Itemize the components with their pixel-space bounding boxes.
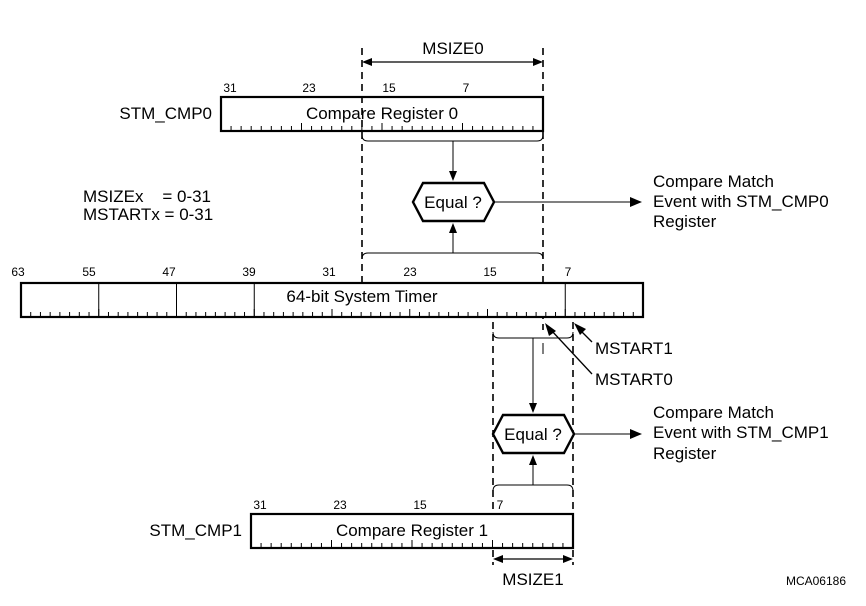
- mstart0-pointer-line: [550, 329, 593, 375]
- timer-bit-15: 15: [483, 265, 497, 279]
- cmp1-bit-7: 7: [497, 498, 504, 512]
- output1-line-3: Register: [653, 444, 717, 463]
- cmp0-bit-23: 23: [302, 81, 316, 95]
- cmp1-bit-15: 15: [413, 498, 427, 512]
- output0-line-2: Event with STM_CMP0: [653, 192, 829, 211]
- msize-range-label: MSIZEx = 0-31: [83, 187, 211, 206]
- output0-line-1: Compare Match: [653, 172, 774, 191]
- cmp1-to-equal1-arrow: [529, 455, 537, 465]
- equal-comparator-1: [491, 413, 576, 455]
- timer-bit-7: 7: [565, 265, 572, 279]
- equal-comparator-0: [411, 181, 496, 223]
- equal1-output-arrow: [630, 429, 642, 439]
- timer-tick-marks: [30, 309, 634, 317]
- compare-register-1-label: Compare Register 1: [336, 521, 488, 540]
- msize1-arrow-left: [493, 555, 503, 563]
- mstart0-label: MSTART0: [595, 370, 673, 389]
- cmp1-register-name: STM_CMP1: [149, 521, 242, 540]
- compare-register-0-label: Compare Register 0: [306, 104, 458, 123]
- output1-line-1: Compare Match: [653, 403, 774, 422]
- equal-comparator-0-label: Equal ?: [424, 193, 482, 212]
- mstart-range-label: MSTARTx = 0-31: [83, 205, 213, 224]
- msize1-arrow-right: [563, 555, 573, 563]
- cmp0-register-name: STM_CMP0: [119, 104, 212, 123]
- cmp0-bit-7: 7: [463, 81, 470, 95]
- timer-bit-63: 63: [11, 265, 25, 279]
- timer-to-equal1-arrow: [529, 403, 537, 413]
- cmp1-bit-23: 23: [333, 498, 347, 512]
- cmp0-bit-31: 31: [223, 81, 237, 95]
- timer-bit-39: 39: [242, 265, 256, 279]
- timer-bit-31: 31: [322, 265, 336, 279]
- msize1-label: MSIZE1: [502, 570, 563, 589]
- cmp1-bit-31: 31: [253, 498, 267, 512]
- output0-line-3: Register: [653, 212, 717, 231]
- mstart0-pointer-arrow: [545, 323, 556, 336]
- msize0-arrow-right: [533, 58, 543, 66]
- figure-id: MCA06186: [786, 574, 846, 588]
- timer-to-equal0-arrow: [449, 223, 457, 233]
- timer-lower-bracket: [492, 331, 574, 339]
- cmp0-bracket: [361, 134, 544, 142]
- equal-comparator-1-label: Equal ?: [504, 425, 562, 444]
- msize0-label: MSIZE0: [422, 39, 483, 58]
- system-timer-label: 64-bit System Timer: [286, 287, 437, 306]
- cmp1-tick-marks: [260, 540, 564, 548]
- cmp0-to-equal-arrow: [449, 171, 457, 181]
- mstart1-label: MSTART1: [595, 339, 673, 358]
- timer-bit-55: 55: [82, 265, 96, 279]
- timer-upper-bracket: [361, 252, 544, 260]
- timer-bit-23: 23: [403, 265, 417, 279]
- msize0-arrow-left: [362, 58, 372, 66]
- cmp0-bit-15: 15: [382, 81, 396, 95]
- cmp1-bracket: [492, 484, 574, 492]
- mstart1-pointer-arrow: [574, 323, 586, 335]
- timer-bit-47: 47: [162, 265, 176, 279]
- equal0-output-arrow: [630, 197, 642, 207]
- output1-line-2: Event with STM_CMP1: [653, 423, 829, 442]
